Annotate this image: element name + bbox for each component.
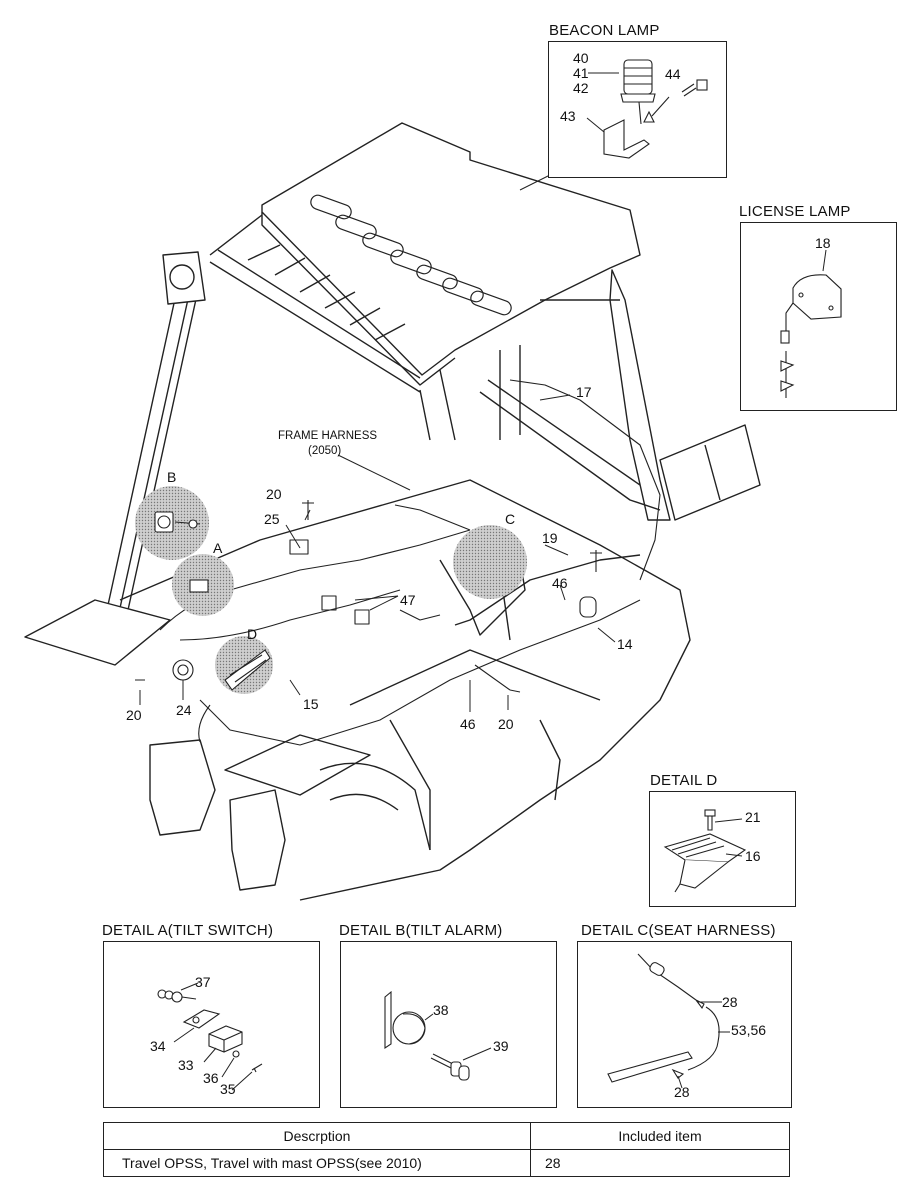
callout-37: 37 <box>195 974 211 990</box>
callout-15: 15 <box>303 696 319 712</box>
callout-19: 19 <box>542 530 558 546</box>
detail-marker-d: D <box>247 626 258 642</box>
callout-46-bottom: 46 <box>460 716 476 732</box>
detail-d-drawing <box>663 809 747 893</box>
detail-b-panel <box>340 941 557 1108</box>
detail-d-panel <box>649 791 796 907</box>
detail-a-title: DETAIL A(TILT SWITCH) <box>102 922 274 939</box>
detail-circle-c <box>453 525 527 599</box>
callout-20-top: 20 <box>266 486 282 502</box>
cell-description: Travel OPSS, Travel with mast OPSS(see 2… <box>103 1149 531 1177</box>
license-lamp-panel <box>740 222 897 411</box>
detail-c-title: DETAIL C(SEAT HARNESS) <box>581 922 776 939</box>
callout-20-bottom: 20 <box>498 716 514 732</box>
included-items-table: Descrption Included item Travel OPSS, Tr… <box>103 1122 790 1177</box>
callout-28-bottom: 28 <box>674 1084 690 1100</box>
callout-21: 21 <box>745 809 761 825</box>
callout-35: 35 <box>220 1081 236 1097</box>
table-header-row: Descrption Included item <box>103 1122 790 1150</box>
detail-marker-b: B <box>167 469 177 485</box>
callout-17: 17 <box>576 384 592 400</box>
detail-marker-c: C <box>505 511 516 527</box>
callout-36: 36 <box>203 1070 219 1086</box>
detail-circle-d <box>215 636 273 694</box>
license-lamp-drawing <box>780 249 842 398</box>
callout-44: 44 <box>665 66 681 82</box>
callout-43: 43 <box>560 108 576 124</box>
callout-33: 33 <box>178 1057 194 1073</box>
callout-24: 24 <box>176 702 192 718</box>
callout-16: 16 <box>745 848 761 864</box>
header-description: Descrption <box>103 1122 531 1150</box>
frame-harness-label: FRAME HARNESS <box>278 430 378 442</box>
header-included-item: Included item <box>530 1122 790 1150</box>
callout-28-top: 28 <box>722 994 738 1010</box>
callout-34: 34 <box>150 1038 166 1054</box>
callout-46-right: 46 <box>552 575 568 591</box>
beacon-lamp-panel <box>548 41 727 178</box>
callout-41: 41 <box>573 65 589 81</box>
callout-38: 38 <box>433 1002 449 1018</box>
callout-14: 14 <box>617 636 633 652</box>
cell-included-item: 28 <box>530 1149 790 1177</box>
callout-20-left: 20 <box>126 707 142 723</box>
callout-25: 25 <box>264 511 280 527</box>
callout-40: 40 <box>573 50 589 66</box>
beacon-lamp-title: BEACON LAMP <box>549 22 660 39</box>
beacon-lamp-drawing <box>586 59 708 159</box>
detail-a-drawing <box>157 982 263 1091</box>
frame-harness-code: (2050) <box>308 445 342 457</box>
callout-47: 47 <box>400 592 416 608</box>
detail-marker-a: A <box>213 540 223 556</box>
license-lamp-title: LICENSE LAMP <box>739 203 851 220</box>
detail-c-drawing <box>607 953 730 1089</box>
callout-18: 18 <box>815 235 831 251</box>
callout-42: 42 <box>573 80 589 96</box>
detail-b-drawing <box>384 990 492 1081</box>
table-row: Travel OPSS, Travel with mast OPSS(see 2… <box>103 1149 790 1177</box>
detail-d-title: DETAIL D <box>650 772 718 789</box>
detail-c-panel <box>577 941 792 1108</box>
detail-b-title: DETAIL B(TILT ALARM) <box>339 922 503 939</box>
callout-39: 39 <box>493 1038 509 1054</box>
callout-53-56: 53,56 <box>731 1022 767 1038</box>
detail-a-panel <box>103 941 320 1108</box>
